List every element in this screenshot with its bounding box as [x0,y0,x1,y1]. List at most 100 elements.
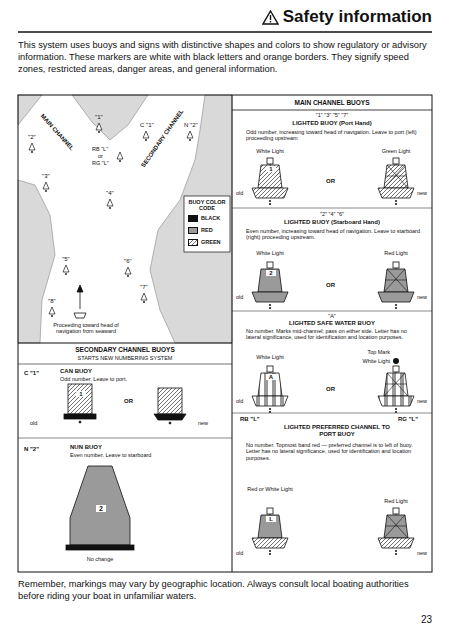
drawing-part [252,538,288,548]
drawing-part [184,196,230,252]
buoy-name: NUN BUOY [70,444,102,451]
old-label: old [236,550,243,556]
drawing-part [98,131,100,133]
drawing-part [66,545,134,550]
drawing-part [65,273,67,275]
drawing-part [269,550,271,552]
drawing-part [258,165,282,188]
drawing-part [72,95,148,140]
legend-swatch [188,227,198,234]
drawing-part [387,373,408,396]
buoy-number: "3" [42,173,50,180]
drawing-part [267,366,273,372]
buoy-number: N "2" [184,122,198,129]
drawing-part [269,203,271,205]
drawing-part [79,421,81,423]
drawing-part [384,515,408,538]
drawing-part [63,265,69,272]
drawing-part [109,207,111,209]
title-text: Safety information [283,7,432,27]
buoy-number: "1" [95,114,103,121]
buoy-mark: A [266,374,276,380]
drawing-part [395,200,397,202]
drawing-part [18,438,232,439]
description: Even number. Leave to starboard [70,452,151,458]
drawing-part [45,190,47,192]
drawing-part [119,160,121,162]
drawing-part [384,515,405,538]
buoy-name: CAN BUOY [60,368,92,375]
drawing-part [96,123,102,130]
legend-text: RED [201,227,213,233]
buoy-number: "7" [140,284,148,291]
buoy-number: RG "L" [398,416,418,423]
light-label: Red Light [381,498,411,504]
drawing-part [252,292,288,302]
buoy-number: "1" "3" "5" "7" [236,112,428,118]
note: Proceeding toward head of navigation fro… [44,322,128,335]
new-label: new [198,420,208,426]
drawing-part [386,176,407,177]
new-label: new [417,190,427,196]
drawing-part [18,180,55,343]
description: No number. Topmost band red — preferred … [246,442,422,461]
drawing-part [387,515,408,538]
old-label: old [236,294,243,300]
drawing-part [267,158,273,164]
buoy-mark: L [266,516,276,522]
drawing-part [393,366,399,372]
buoy-number: "6" [124,258,132,265]
drawing-part [386,280,407,281]
drawing-part [384,269,405,292]
drawing-part [269,411,271,413]
drawing-part [143,131,149,138]
old-label: old [30,420,37,426]
drawing-part [384,373,408,396]
drawing-part [384,165,408,188]
buoy-mark: 1 [266,166,276,172]
old-label: old [236,398,243,404]
drawing-part [393,358,399,364]
drawing-part [18,364,232,365]
drawing-part [232,95,233,572]
legend-text: GREEN [201,239,221,245]
drawing-part [145,139,147,141]
drawing-part [386,526,407,527]
drawing-part [378,292,414,302]
drawing-part [31,151,33,153]
drawing-part [154,414,186,420]
buoy-number: RB "L" [240,416,260,423]
drawing-part [107,199,113,206]
drawing-part [258,373,282,396]
drawing-part [18,95,42,125]
new-label: new [417,550,427,556]
buoy-number: "A" [236,313,428,319]
panel-heading: SECONDARY CHANNEL BUOYS [18,346,232,353]
drawing-part [232,311,432,312]
buoy-number: "2" [28,134,36,141]
legend-text: BLACK [201,215,220,221]
old-label: old [236,190,243,196]
drawing-part [378,396,414,406]
description: Even number, increasing toward head of n… [246,228,422,241]
drawing-part [393,508,399,514]
drawing-part [395,304,397,306]
drawing-part [252,396,288,406]
drawing-part [158,388,182,414]
drawing-part [395,411,397,413]
drawing-part [18,95,432,572]
drawing-part [64,414,96,419]
drawing-part [258,515,282,538]
light-label: White Light [255,148,285,154]
buoy-name: LIGHTED PREFERRED CHANNEL TO PORT BUOY [282,424,392,438]
drawing-part [269,307,271,309]
drawing-part [127,275,129,277]
drawing-part [395,553,397,555]
buoy-number: "8" [48,298,56,305]
drawing-part [77,285,83,292]
or-label: OR [124,398,133,405]
drawing-part [252,188,288,198]
body-text: Remember, markings may vary by geographi… [18,579,432,603]
drawing-part [393,262,399,268]
legend-swatch [188,239,198,246]
